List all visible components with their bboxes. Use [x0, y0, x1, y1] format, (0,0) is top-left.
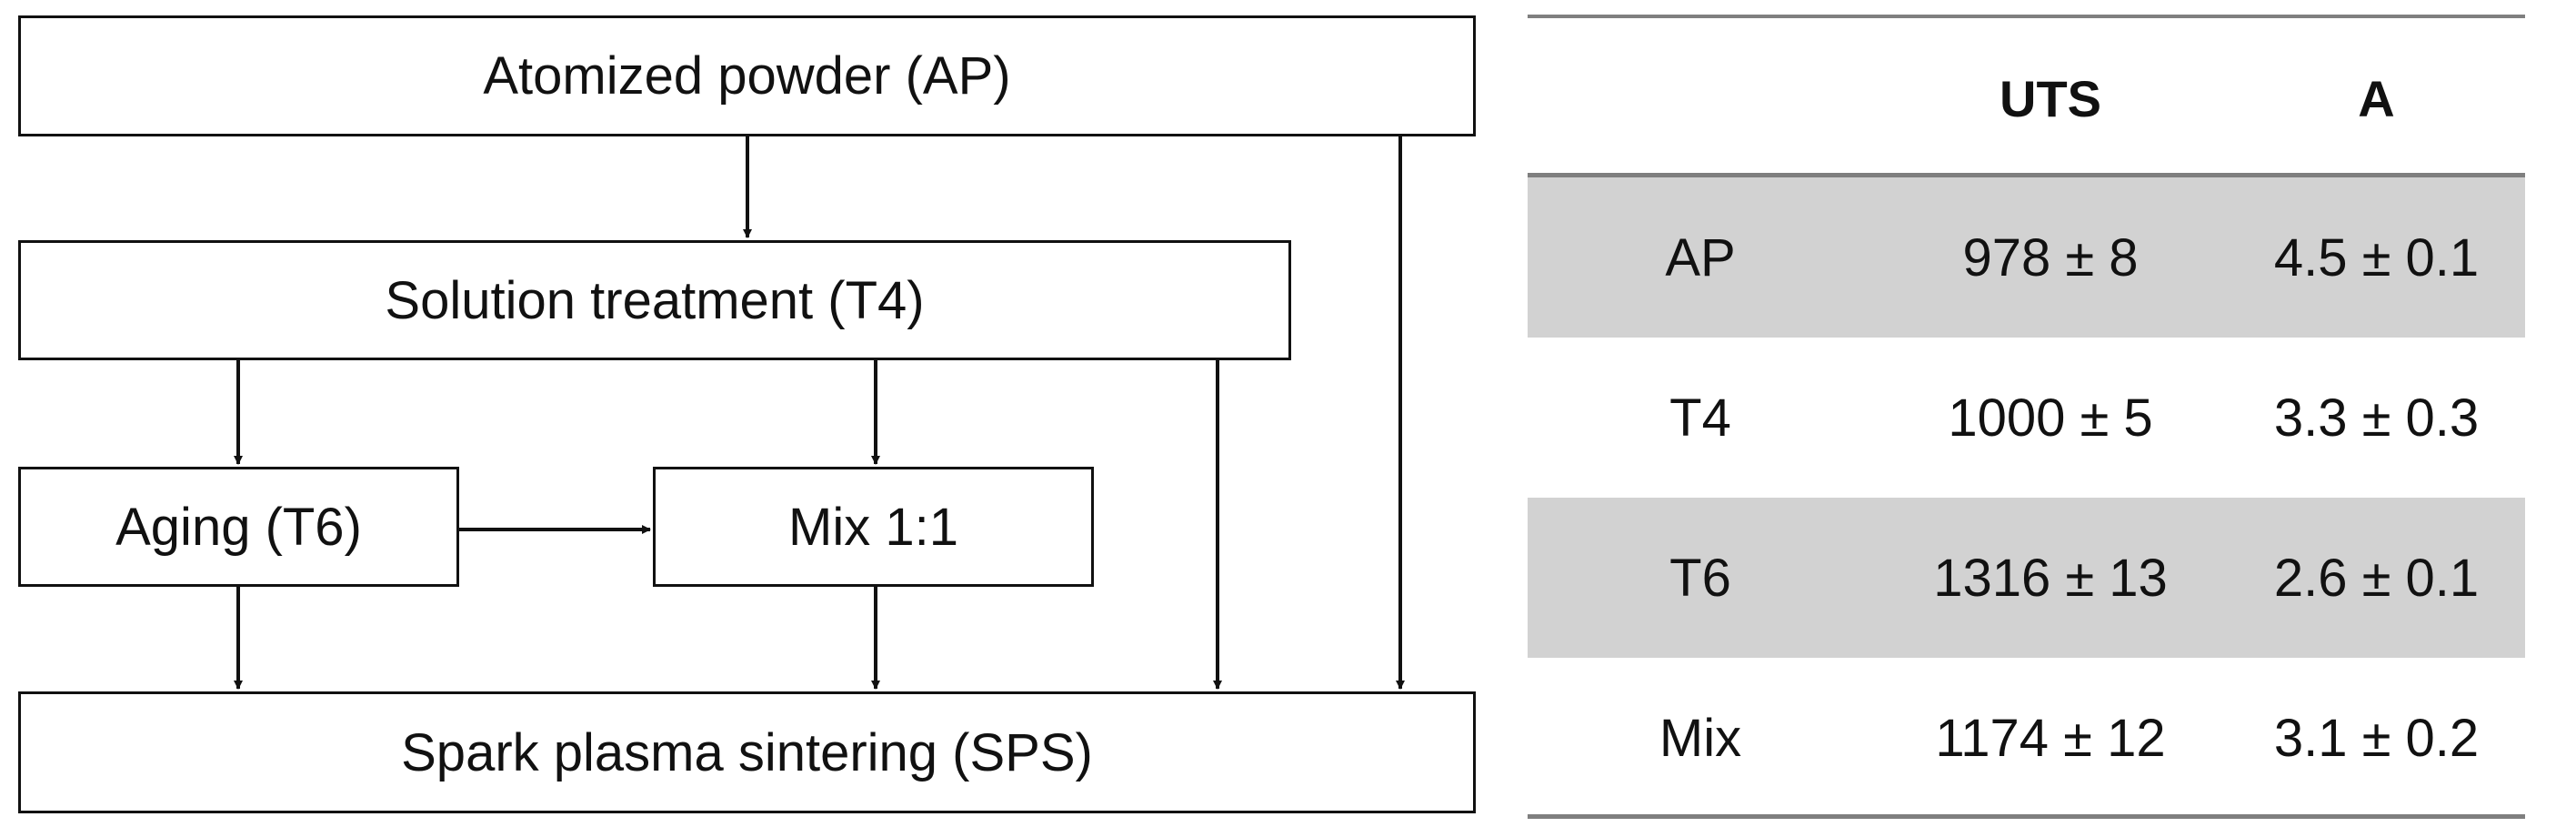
box-solution-treatment-label: Solution treatment (T4) [385, 270, 925, 330]
header-sample [1528, 18, 1873, 178]
box-mix-label: Mix 1:1 [788, 497, 958, 557]
cell-uts: 1174 ± 12 [1935, 708, 2166, 768]
table-row: T4 1000 ± 5 3.3 ± 0.3 [1528, 338, 2525, 498]
header-uts: UTS [2000, 69, 2101, 127]
box-spark-plasma-sintering: Spark plasma sintering (SPS) [18, 691, 1476, 813]
box-aging-label: Aging (T6) [115, 497, 362, 557]
cell-sample: T4 [1669, 388, 1731, 448]
table-row: AP 978 ± 8 4.5 ± 0.1 [1528, 177, 2525, 338]
table-row: Mix 1174 ± 12 3.1 ± 0.2 [1528, 658, 2525, 818]
box-aging: Aging (T6) [18, 467, 459, 587]
cell-a: 4.5 ± 0.1 [2273, 227, 2480, 287]
flowchart-connectors [234, 136, 1405, 690]
cell-uts: 1316 ± 13 [1933, 548, 2168, 608]
box-atomized-powder: Atomized powder (AP) [18, 15, 1476, 136]
table-header-rule [1528, 173, 2525, 177]
cell-uts: 1000 ± 5 [1948, 388, 2153, 448]
cell-sample: Mix [1659, 708, 1742, 768]
table-header-row: UTS A [1528, 18, 2525, 178]
cell-sample: AP [1665, 227, 1736, 287]
box-atomized-powder-label: Atomized powder (AP) [483, 46, 1011, 106]
cell-a: 2.6 ± 0.1 [2273, 548, 2480, 608]
table-row: T6 1316 ± 13 2.6 ± 0.1 [1528, 498, 2525, 658]
cell-a: 3.3 ± 0.3 [2273, 388, 2480, 448]
box-solution-treatment: Solution treatment (T4) [18, 240, 1291, 360]
box-sps-label: Spark plasma sintering (SPS) [401, 722, 1093, 782]
header-a: A [2358, 69, 2395, 127]
box-mix: Mix 1:1 [653, 467, 1094, 587]
cell-sample: T6 [1669, 548, 1731, 608]
table-top-rule [1528, 15, 2525, 18]
results-table: UTS A AP 978 ± 8 4.5 ± 0.1 T4 1000 ± 5 3… [1528, 0, 2525, 827]
cell-a: 3.1 ± 0.2 [2273, 708, 2480, 768]
cell-uts: 978 ± 8 [1962, 227, 2139, 287]
table-bottom-rule [1528, 814, 2525, 819]
